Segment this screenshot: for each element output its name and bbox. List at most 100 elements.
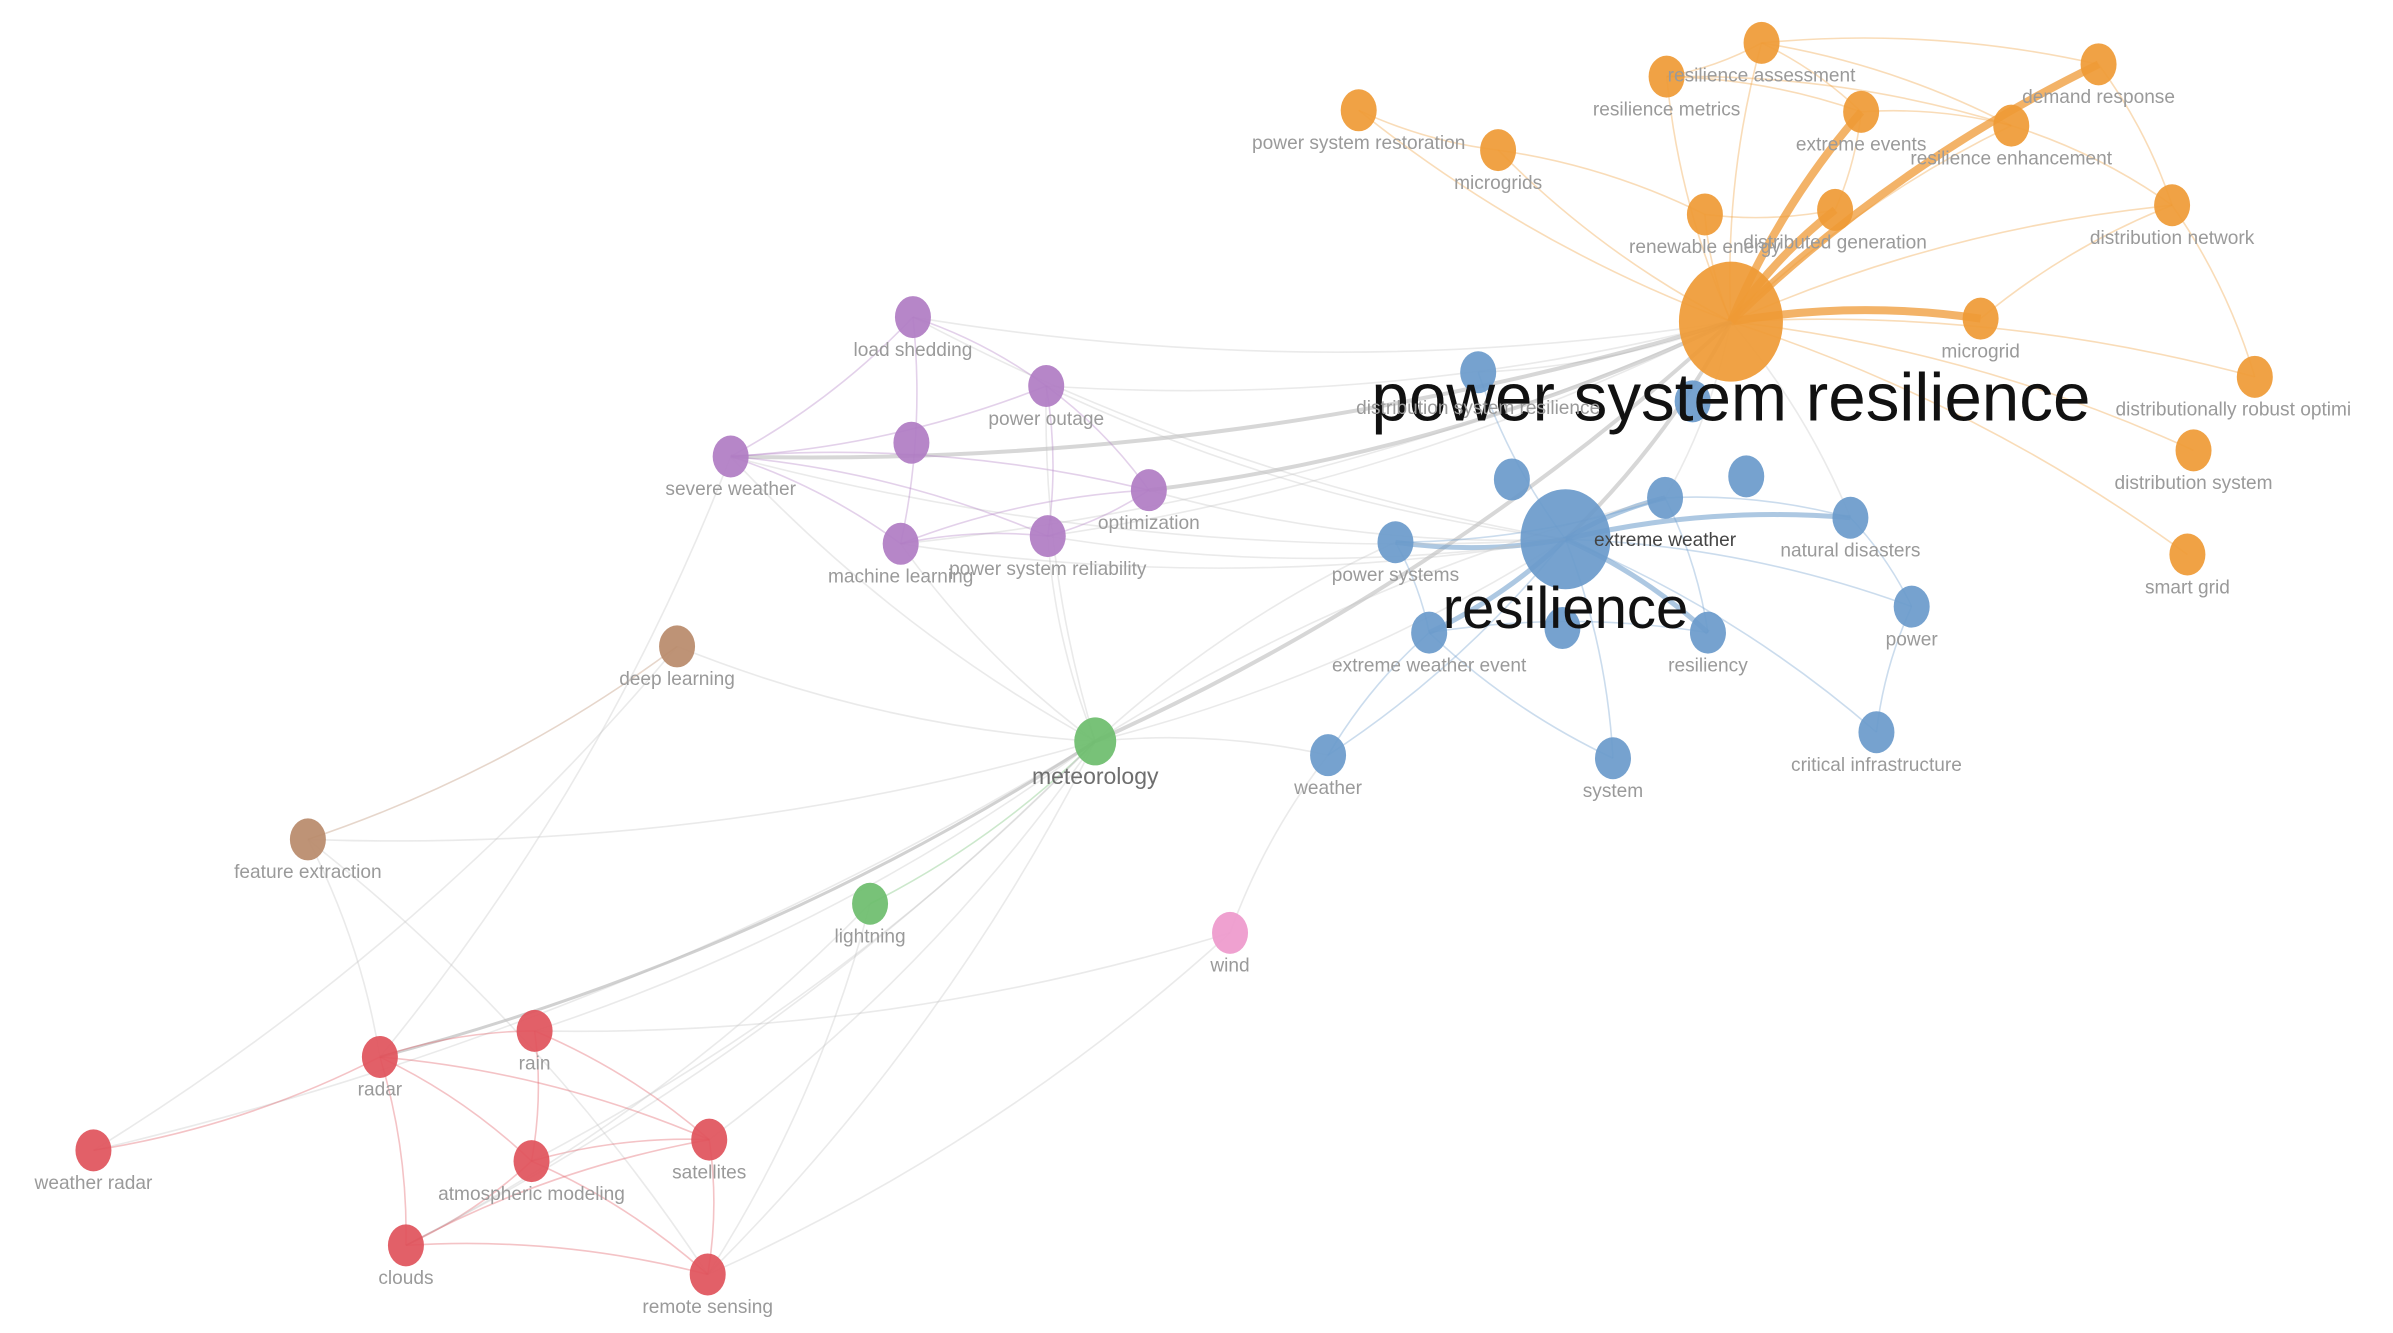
label-psrel: power system reliability: [949, 559, 1147, 580]
edge-radar-sat: [379, 1056, 710, 1141]
edge-met-sat: [708, 740, 1096, 1141]
node-dr[interactable]: [2080, 43, 2117, 86]
edge-psr-opt: [1148, 319, 1732, 493]
node-unlabeled-blue[interactable]: [1544, 607, 1581, 650]
edge-sw-radar: [379, 456, 732, 1058]
label-ewe: extreme weather event: [1332, 655, 1527, 676]
node-wea[interactable]: [1310, 734, 1347, 777]
label-radar: radar: [358, 1080, 403, 1101]
node-radar[interactable]: [361, 1035, 398, 1078]
node-psrest[interactable]: [1340, 89, 1377, 132]
edge-ra-re: [1761, 42, 2012, 127]
node-fe[interactable]: [289, 818, 326, 861]
node-dsr[interactable]: [1460, 351, 1497, 394]
label-ren: renewable energy: [1629, 237, 1781, 258]
node-ra[interactable]: [1743, 21, 1780, 64]
label-res: resilience: [1443, 576, 1689, 641]
label-ds: distribution system: [2114, 473, 2272, 494]
edge-met-wr: [93, 740, 1096, 1152]
node-unlabeled-blue[interactable]: [1674, 380, 1711, 423]
edge-wind-rs: [707, 932, 1231, 1276]
node-clo[interactable]: [387, 1224, 424, 1267]
edge-sw-ml: [730, 455, 902, 545]
edge-met-radar: [379, 740, 1097, 1059]
node-dro[interactable]: [2236, 355, 2273, 398]
label-fe: feature extraction: [234, 862, 382, 883]
node-sg[interactable]: [2169, 533, 2206, 576]
node-re[interactable]: [1993, 104, 2030, 147]
edge-po-opt: [1045, 385, 1150, 491]
edge-sw-psrel: [730, 455, 1049, 537]
edge-met-rs: [707, 741, 1096, 1276]
node-opt[interactable]: [1130, 469, 1167, 512]
node-res[interactable]: [1520, 489, 1611, 590]
node-sys[interactable]: [1594, 737, 1631, 780]
node-rsy[interactable]: [1689, 611, 1726, 654]
node-am[interactable]: [513, 1140, 550, 1183]
edge-psr-ml: [900, 320, 1732, 545]
node-unlabeled-blue[interactable]: [1728, 455, 1765, 498]
node-wr[interactable]: [75, 1129, 112, 1172]
node-ls[interactable]: [894, 296, 931, 339]
label-clo: clouds: [378, 1268, 433, 1289]
edge-met-lig: [869, 740, 1096, 905]
node-unlabeled-blue[interactable]: [1493, 458, 1530, 501]
label-sg: smart grid: [2145, 577, 2230, 598]
node-wind[interactable]: [1212, 911, 1249, 954]
label-psrest: power system restoration: [1252, 133, 1465, 154]
label-ee: extreme events: [1796, 135, 1927, 156]
edge-met-ps: [1094, 541, 1396, 742]
node-mgs[interactable]: [1480, 129, 1517, 172]
label-dro: distributionally robust optimi: [2116, 400, 2352, 421]
node-psr[interactable]: [1678, 261, 1783, 382]
label-ml: machine learning: [828, 567, 973, 588]
node-mg[interactable]: [1962, 297, 1999, 340]
edge-lig-clo: [405, 903, 871, 1247]
node-dg[interactable]: [1817, 188, 1854, 231]
node-po[interactable]: [1028, 365, 1065, 408]
label-psr: power system resilience: [1371, 361, 2090, 436]
node-sw[interactable]: [712, 435, 749, 478]
edge-wind-wea: [1229, 754, 1329, 934]
edge-met-wea: [1095, 736, 1329, 756]
node-ren[interactable]: [1686, 193, 1723, 236]
label-dsr: distribution system resilience: [1356, 398, 1600, 419]
node-dn[interactable]: [2154, 184, 2191, 227]
label-wr: weather radar: [34, 1173, 153, 1194]
edge-res-psrel: [1047, 535, 1566, 560]
node-ew[interactable]: [1647, 476, 1684, 519]
edge-ml-opt: [900, 489, 1149, 545]
edge-fe-radar: [307, 839, 381, 1058]
node-pow[interactable]: [1893, 585, 1930, 628]
edge-dl-wr: [93, 645, 678, 1152]
node-met[interactable]: [1074, 717, 1117, 766]
label-rain: rain: [519, 1054, 551, 1075]
edge-clo-sat: [405, 1138, 710, 1247]
edge-psr-ls: [912, 316, 1732, 353]
node-rain[interactable]: [516, 1009, 553, 1052]
label-ew: extreme weather: [1594, 530, 1737, 551]
node-rm[interactable]: [1648, 55, 1685, 98]
node-psrel[interactable]: [1029, 515, 1066, 558]
node-ml[interactable]: [882, 522, 919, 565]
node-ewe[interactable]: [1411, 611, 1448, 654]
node-unlabeled-purple[interactable]: [893, 421, 930, 464]
edge-lig-rs: [707, 903, 871, 1275]
edge-psr-dn: [1730, 204, 2173, 323]
edge-met-sw: [730, 455, 1096, 743]
node-dl[interactable]: [659, 625, 696, 668]
edge-res-po: [1045, 385, 1566, 540]
edge-clo-rs: [405, 1242, 708, 1276]
node-sat[interactable]: [691, 1118, 728, 1161]
node-lig[interactable]: [852, 882, 889, 925]
node-ds[interactable]: [2175, 429, 2212, 472]
edge-dg-ren: [1704, 209, 1836, 219]
node-ci[interactable]: [1858, 711, 1895, 754]
edge-ls-sw: [730, 316, 914, 458]
node-nd[interactable]: [1832, 496, 1869, 539]
label-sw: severe weather: [665, 479, 796, 500]
node-rs[interactable]: [689, 1253, 726, 1296]
edge-ew-nd: [1665, 496, 1851, 519]
node-ps[interactable]: [1377, 521, 1414, 564]
node-ee[interactable]: [1843, 90, 1880, 133]
